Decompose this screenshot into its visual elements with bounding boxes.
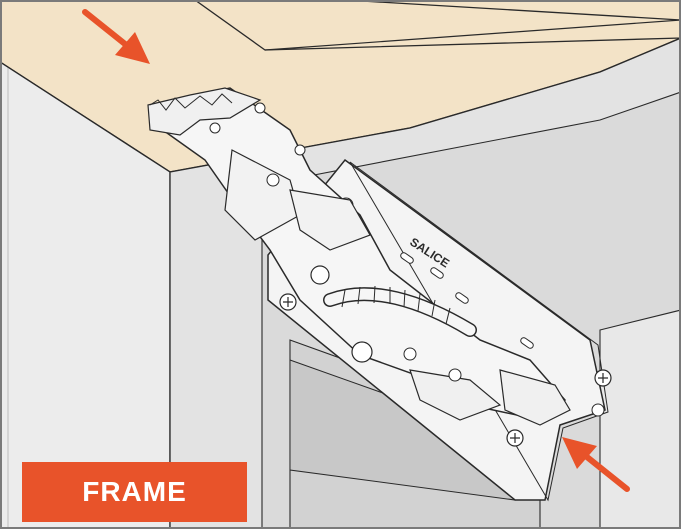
screw — [506, 429, 524, 447]
frame-badge-label: FRAME — [82, 476, 187, 507]
arrow-pointer-icon — [82, 9, 150, 64]
screw — [279, 293, 297, 311]
cabinet-left-side — [0, 61, 171, 529]
arrow-pointer-icon — [562, 437, 630, 492]
screw — [594, 369, 612, 387]
lift-mechanism — [147, 87, 571, 426]
frame-badge: FRAME — [22, 462, 247, 522]
